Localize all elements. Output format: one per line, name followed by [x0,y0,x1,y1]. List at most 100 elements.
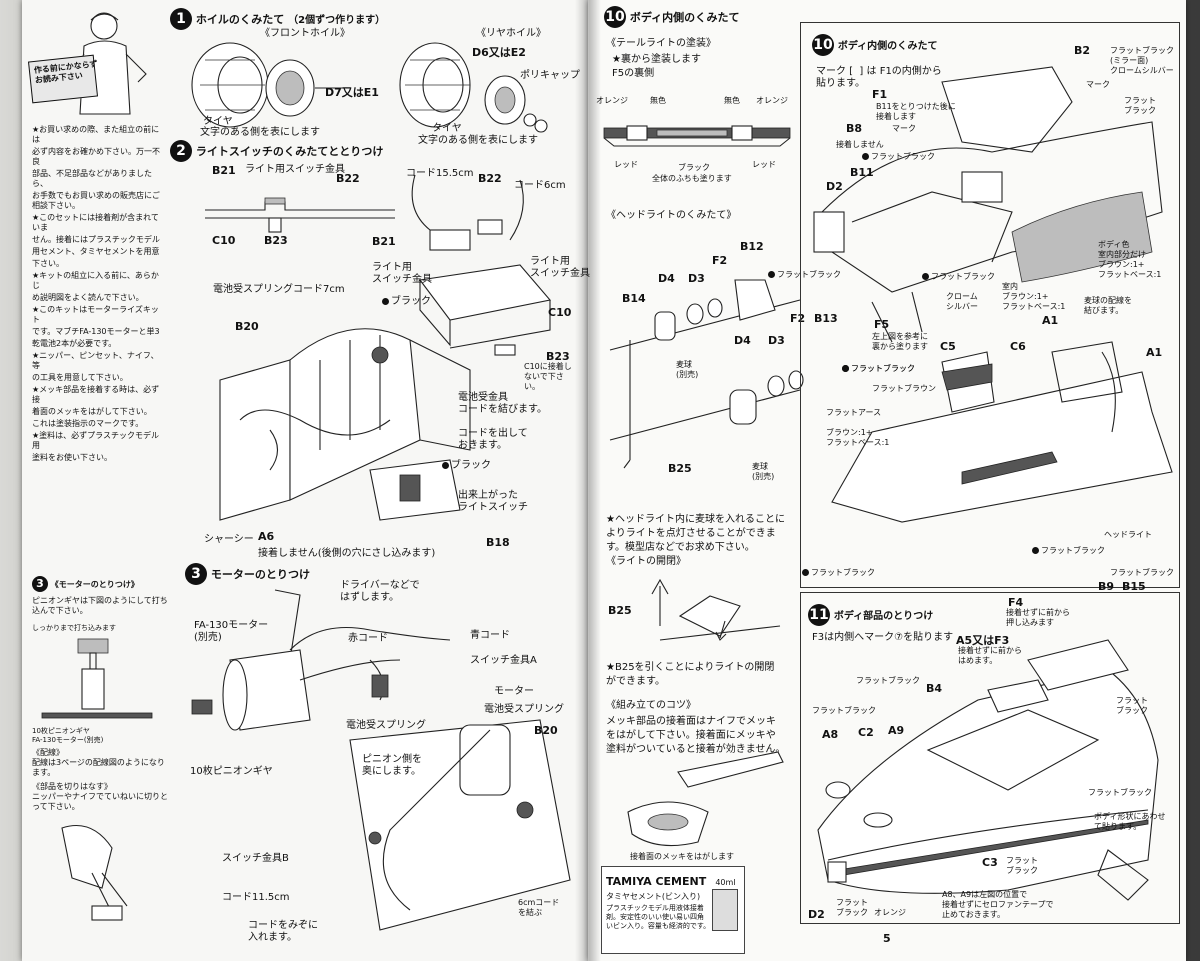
label-b4: B4 [926,682,943,695]
label-red2: レッド [752,160,776,169]
tire-note-rear: 文字のある側を表にします [418,135,538,146]
tail-light-line: ★裏から塗装します [612,54,701,65]
note-line: ★ニッパー、ピンセット、ナイフ、等 [32,351,159,370]
label-brown-mix2: ブラウン:1+ フラットベース:1 [826,428,890,447]
sidebar-step3-line: 込んで下さい。 [32,606,88,615]
label-a8: A8 [822,728,839,741]
label-body-shape: ボディ形状にあわせ て貼ります。 [1094,812,1166,831]
label-flat-black-11f: フラット ブラック [1006,856,1038,875]
light-open-line: ★B25を引くことによりライトの開閉 [606,662,775,673]
note-line: ★このセットには接着剤が含まれていま [32,213,159,232]
book-gutter [575,0,601,961]
label-flat-black-10b3: フラットブラック [922,272,995,282]
label-a9: A9 [888,724,905,737]
label-body-color: ボディ色 室内部分だけ ブラウン:1+ フラットベース:1 [1098,240,1162,279]
label-b13: B13 [814,312,838,325]
label-flat-black-11g: フラット ブラック [836,898,868,917]
warning-sign-text: 作る前にかならず お読み下さい [33,59,98,85]
step1-subtitle: （2個ずつ作ります） [288,15,386,26]
paint-dot-icon [382,297,389,305]
step2-number: 2 [170,140,192,162]
label-c3: C3 [982,856,998,869]
front-wheel-label: 《フロントホイル》 [260,28,350,39]
label-flat-black-11a: フラットブラック [1110,568,1174,577]
cement-desc: 剤。安定性のいい使い易い四角 [606,912,704,921]
label-no-glue: 接着しません [836,140,884,149]
label-battery-metal: 電池受金具 コードを結びます。 [458,392,547,415]
sidebar-step3-line: しっかりまで打ち込みます [32,624,116,632]
label-c6: C6 [1010,340,1026,353]
step1-heading: 1 ホイルのくみたて （2個ずつ作ります） [170,8,385,30]
label-fa130: FA-130モーター (別売) [194,620,269,643]
note-line: これは塗装指示のマークです。 [32,419,144,428]
step11-title: ボディ部品のとりつけ [833,611,934,622]
motor-install-diagram [191,589,571,931]
note-line: 部品、不足部品などがありましたら、 [32,169,152,188]
note-line: ★メッキ部品を接着する時は、必ず接 [32,385,160,404]
label-battery-spring4: 電池受スプリング [484,704,564,715]
label-d6-e2: D6又はE2 [472,46,526,59]
label-headlight: ヘッドライト [1104,530,1152,539]
tips-line: メッキ部品の接着面はナイフでメッキ [606,716,776,727]
note-line: お手数でもお買い求めの販売店にご相談下さい。 [32,191,160,210]
step1-number: 1 [170,8,192,30]
label-b22b: B22 [478,172,502,185]
label-black-text: ブラック [391,296,431,307]
note-line: の工具を用意して下さい。 [32,373,128,382]
headlight-note-line: よりライトを点灯させることができま [606,528,776,539]
label-a6-note: 接着しません(後側の穴にさし込みます) [258,548,436,559]
label-d4b: D4 [734,334,751,347]
label-mark2: マーク [892,124,916,133]
label-cord115: コード11.5cm [222,892,290,903]
tamiya-cement-ad: TAMIYA CEMENT 40ml タミヤセメント(ビン入り) プラスチックモ… [601,866,745,954]
label-chassis: シャーシー [204,534,254,545]
label-c5: C5 [940,340,956,353]
label-c10-note: C10に接着しないで下さい。 [524,362,572,391]
label-flat-black-10b5-text: フラットブラック [1041,546,1105,555]
tail-light-title: 《テールライトの塗装》 [606,38,716,49]
paint-dot-icon [842,365,849,372]
label-driver: ドライバーなどで はずします。 [340,580,420,603]
cement-desc: いビン入り。容量も経済的です。 [606,921,711,930]
label-flat-black-11b: フラットブラック [856,676,920,685]
label-battery-spring: 電池受スプリング [213,284,293,295]
label-black2: ブラック [442,460,491,472]
label-d7-e1: D7又はE1 [325,86,379,99]
tire-label-front: タイヤ [203,116,233,127]
body-parts-diagram [817,639,1159,901]
step10a-title: ボディ内側のくみたて [629,11,740,24]
headlight-title: 《ヘッドライトのくみたて》 [606,210,737,221]
label-a5f3: A5又はF3 [956,634,1010,647]
label-cord7: コード7cm [293,284,345,295]
label-flat-black-mirror: フラットブラック (ミラー面) クロームシルバー [1110,46,1174,75]
label-flat-black-10b4: フラットブラック [842,364,915,374]
label-f5-note: 左上図を参考に 裏から塗ります [872,332,928,351]
light-open-title: 《ライトの開閉》 [606,556,686,567]
step10a-number: 10 [604,6,626,28]
tail-light-line: F5の裏側 [612,68,655,79]
label-orange-11: オレンジ [874,908,906,917]
sidebar-step3: 3 《モーターのとりつけ》 ピニオンギヤは下図のようにして打ち 込んで下さい。 … [32,576,168,932]
label-red1: レッド [614,160,638,169]
label-flat-black-10b6-text: フラットブラック [811,568,875,577]
note-line: 用セメント、タミヤセメントを用意 [32,247,160,256]
label-switch-a: スイッチ金具A [470,655,537,666]
tips-line: をはがして下さい。接着面にメッキや [606,730,776,741]
paint-dot-icon [1032,547,1039,554]
step10b-title: ボディ内側のくみたて [837,41,938,52]
note-line: ★お買い求めの際、また組立の前には [32,125,160,144]
label-wire-note: 麦球の配線を 結びます。 [1084,296,1132,315]
paint-dot-icon [768,271,775,278]
note-line: 乾電池2本が必要です。 [32,339,117,348]
note-line: ★キットの組立に入る前に、あらかじ [32,271,159,290]
sidebar-step3-line: ニッパーやナイフでていねいに切りと [32,792,168,802]
paint-dot-icon [862,153,869,160]
label-b14: B14 [622,292,646,305]
label-cord-groove: コードをみぞに 入れます。 [248,920,318,943]
label-f2b: F2 [790,312,806,325]
label-cord6b: 6cmコード を結ぶ [518,898,560,917]
label-flat-black-11e: フラットブラック [1088,788,1152,797]
label-black-tail: ブラック [678,163,710,172]
label-b2: B2 [1074,44,1091,57]
cement-bottle-icon [712,889,738,931]
